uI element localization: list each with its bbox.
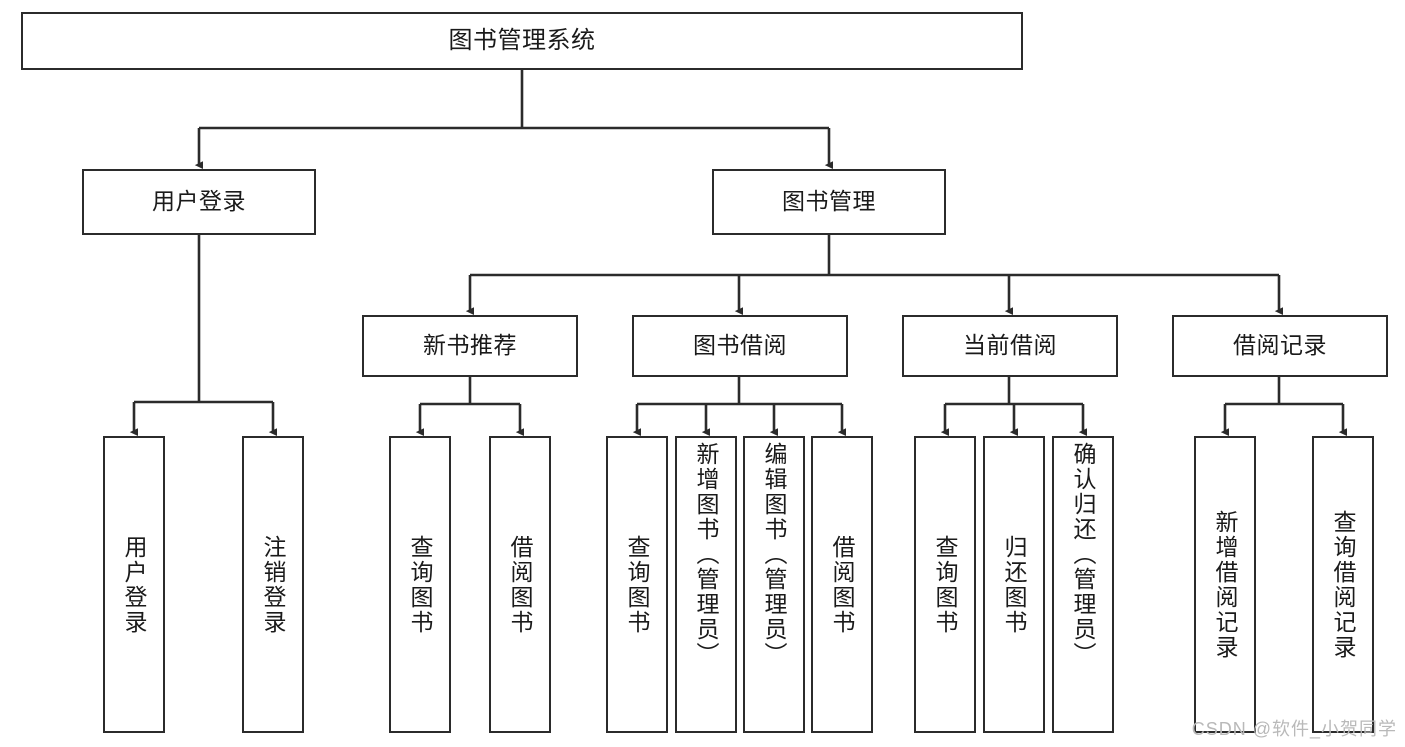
leaf-recommend-borrow-book[interactable]: 借阅图书	[489, 436, 551, 733]
node-new-book-recommend[interactable]: 新书推荐	[362, 315, 578, 377]
leaf-borrow-edit-book-admin[interactable]: 编辑图书（管理员）	[743, 436, 805, 733]
leaf-user-login-login[interactable]: 用户登录	[103, 436, 165, 733]
node-user-login[interactable]: 用户登录	[82, 169, 316, 235]
leaf-recommend-query-book[interactable]: 查询图书	[389, 436, 451, 733]
leaf-borrow-borrow-book[interactable]: 借阅图书	[811, 436, 873, 733]
node-root-system[interactable]: 图书管理系统	[21, 12, 1023, 70]
leaf-user-login-logout[interactable]: 注销登录	[242, 436, 304, 733]
csdn-watermark: CSDN @软件_小贺同学	[1191, 719, 1397, 739]
leaf-current-query-book[interactable]: 查询图书	[914, 436, 976, 733]
leaf-current-confirm-return-admin[interactable]: 确认归还（管理员）	[1052, 436, 1114, 733]
leaf-current-return-book[interactable]: 归还图书	[983, 436, 1045, 733]
leaf-borrow-add-book-admin[interactable]: 新增图书（管理员）	[675, 436, 737, 733]
leaf-records-query-record[interactable]: 查询借阅记录	[1312, 436, 1374, 733]
node-book-borrow[interactable]: 图书借阅	[632, 315, 848, 377]
node-current-borrow[interactable]: 当前借阅	[902, 315, 1118, 377]
leaf-records-add-record[interactable]: 新增借阅记录	[1194, 436, 1256, 733]
leaf-borrow-query-book[interactable]: 查询图书	[606, 436, 668, 733]
node-book-management[interactable]: 图书管理	[712, 169, 946, 235]
node-borrow-records[interactable]: 借阅记录	[1172, 315, 1388, 377]
